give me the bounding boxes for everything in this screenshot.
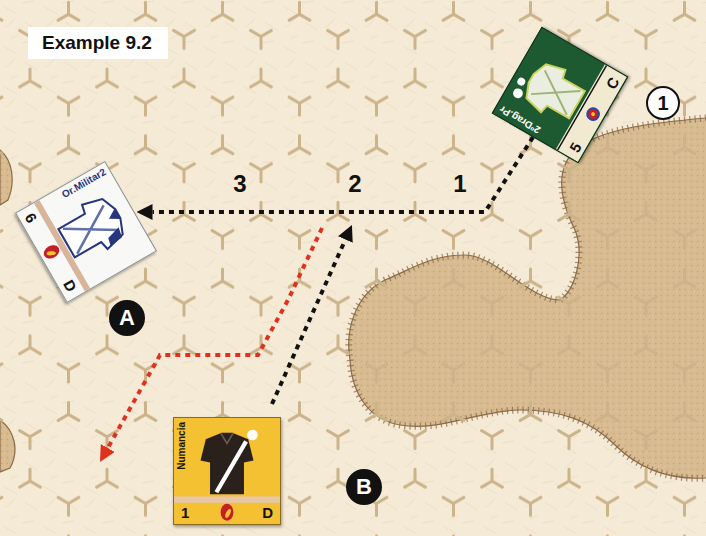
path-step-number: 2 bbox=[348, 170, 361, 198]
callout-text: A bbox=[119, 307, 135, 329]
movement-path bbox=[153, 137, 534, 212]
strength-number: 1 bbox=[181, 504, 189, 526]
unit-name: Numancia bbox=[176, 422, 190, 496]
path-step-number: 1 bbox=[453, 170, 466, 198]
unit-counter: Numancia 1 D bbox=[173, 417, 281, 525]
title-box: Example 9.2 bbox=[28, 27, 168, 59]
callout-number: A bbox=[109, 300, 145, 336]
callout-text: 1 bbox=[657, 93, 668, 113]
strength-number: 6 bbox=[18, 210, 40, 228]
quality-letter: D bbox=[57, 277, 80, 297]
path-step-number: 3 bbox=[233, 170, 246, 198]
callout-text: B bbox=[356, 476, 372, 498]
callout-number: 1 bbox=[646, 86, 680, 120]
quality-letter: D bbox=[262, 504, 273, 526]
callout-number: B bbox=[346, 469, 382, 505]
